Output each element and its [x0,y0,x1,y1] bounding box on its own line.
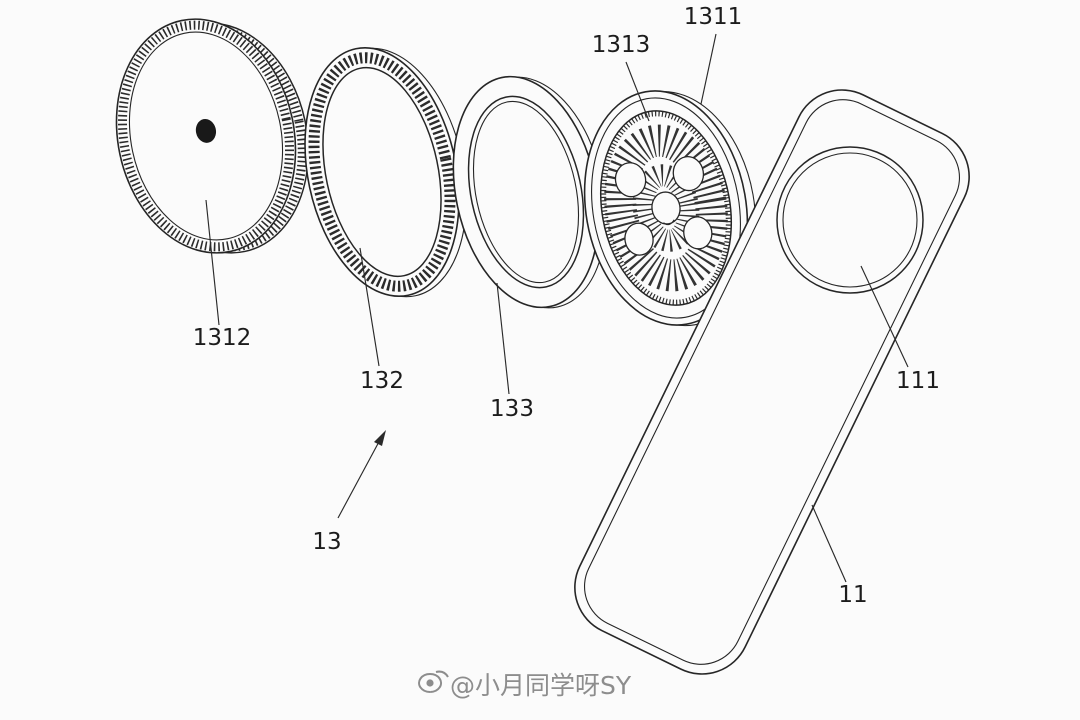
fan-hub-notch [663,219,675,226]
dial-disc-part [115,18,309,254]
fan-frame-inner-line [591,97,741,319]
ring132-beaded-band [308,52,456,292]
fan-hub [651,191,681,225]
label-11: 11 [838,582,867,608]
label-111: 111 [896,368,940,394]
disc-inner-contour [128,31,284,241]
ring132-inner-hole [322,66,442,278]
camera-opening-inner [782,152,918,288]
assembly-arrow [337,430,386,519]
weibo-eye-icon [418,670,449,693]
phone-body-part [574,89,970,675]
leader-1311 [700,33,717,105]
fan-rotor-rim [599,110,733,306]
leader-132 [359,247,380,367]
fan-hole-bottom-left [624,222,654,256]
arrow-head [374,430,386,446]
camera-opening-rim [776,146,924,294]
phone-inner-wall [583,99,961,665]
label-1313: 1313 [592,32,651,58]
fan-hole-top-right [672,156,705,192]
arrow-shaft [337,437,382,519]
label-1311: 1311 [684,4,743,30]
disc-rim-knurling [117,20,295,252]
leader-11 [811,504,847,583]
watermark: @小月同学呀SY [418,670,632,700]
fan-blades-outer [604,124,728,292]
ring133-inner-contour [472,100,580,284]
label-13: 13 [312,529,341,555]
watermark-text: @小月同学呀SY [450,671,632,700]
leader-1313 [625,61,650,122]
ring133-inner-hole [467,95,585,289]
fan-hole-top-left [614,162,647,198]
leader-111 [860,265,909,368]
label-133: 133 [490,396,534,422]
fan-assembly-part [583,90,757,327]
label-1312: 1312 [193,325,252,351]
leader-1312 [205,199,220,326]
leader-133 [496,282,510,395]
label-132: 132 [360,368,404,394]
fan-hole-bottom-right [683,216,713,250]
disc-center-dot [195,118,217,143]
phone-outer-shell [574,89,970,675]
